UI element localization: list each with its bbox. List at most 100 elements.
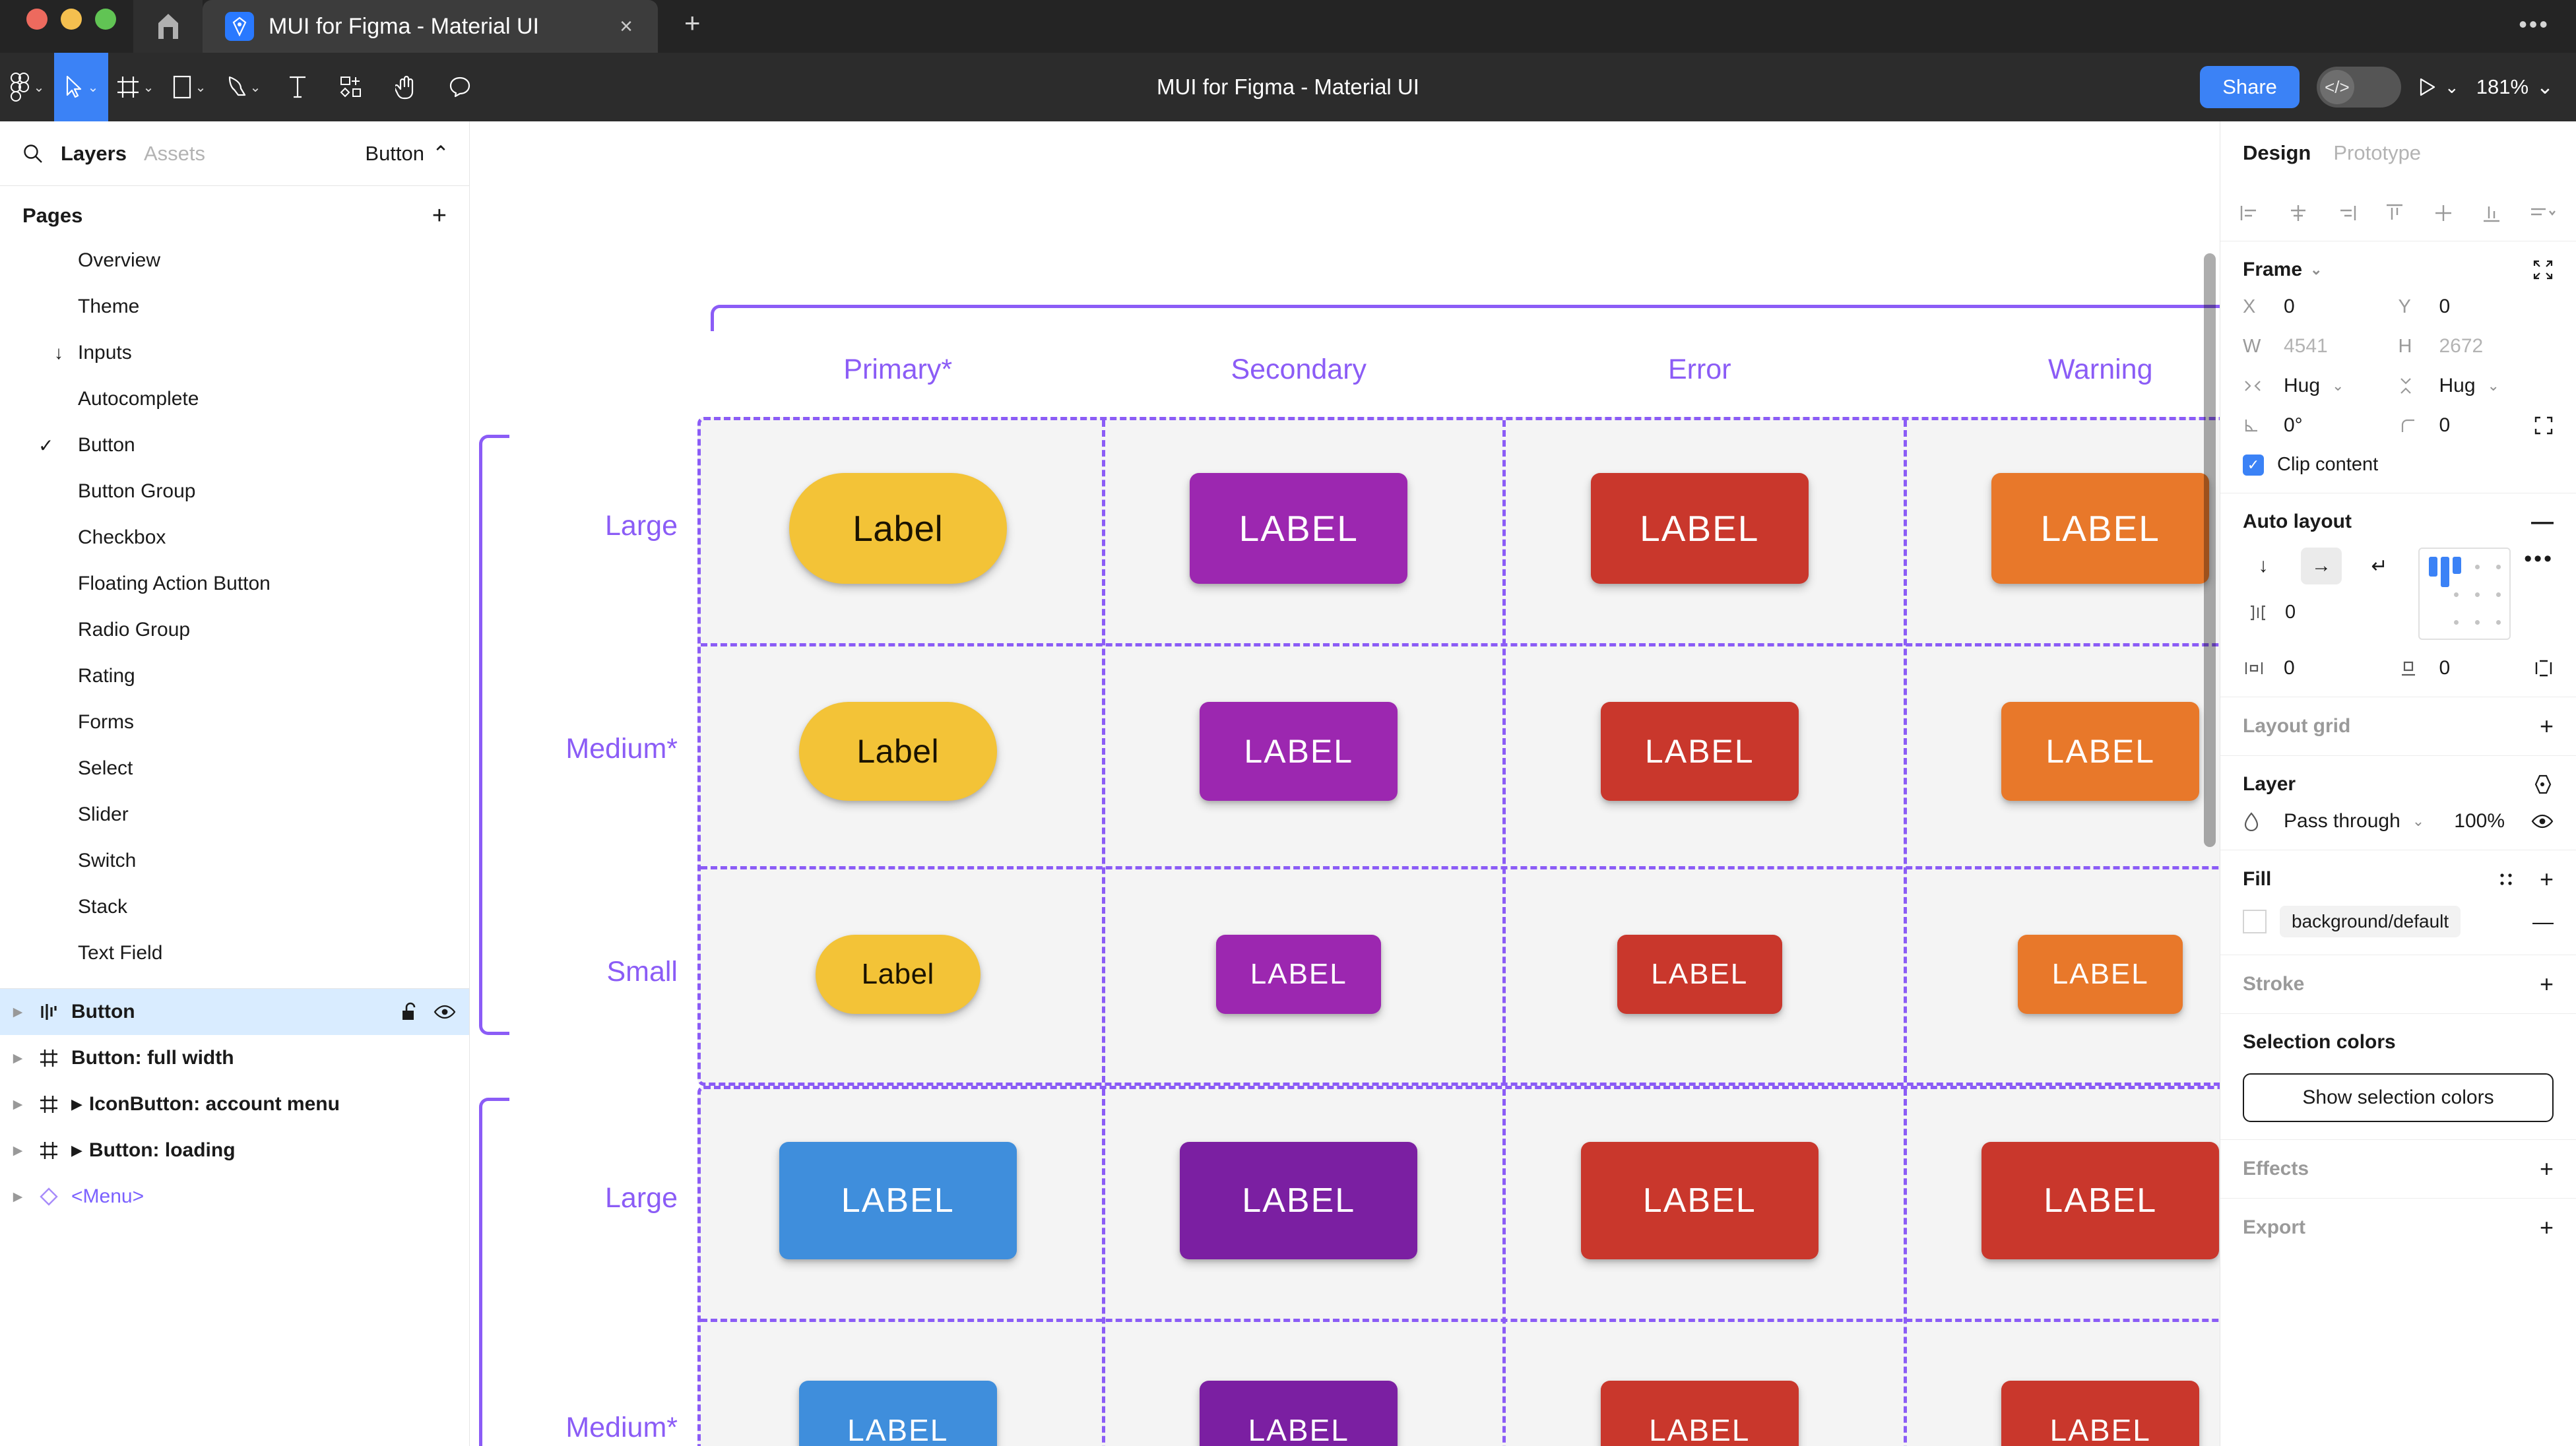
disclosure-triangle-icon[interactable]: ▶ (13, 1189, 23, 1204)
pen-tool-icon[interactable]: ⌄ (216, 53, 271, 121)
move-tool-icon[interactable]: ⌄ (54, 53, 108, 121)
chevron-down-icon[interactable]: ⌄ (2310, 261, 2323, 278)
canvas-scrollbar[interactable] (2204, 253, 2216, 847)
mui-button[interactable]: LABEL (2001, 1381, 2200, 1446)
layer-row[interactable]: ▶▶IconButton: account menu (0, 1081, 469, 1127)
minimize-window-button[interactable] (61, 9, 82, 30)
frame-tool-icon[interactable]: ⌄ (108, 53, 162, 121)
page-item[interactable]: Button Group (0, 468, 469, 515)
remove-auto-layout-button[interactable]: — (2531, 509, 2554, 534)
mui-button[interactable]: LABEL (1580, 1142, 1819, 1259)
width-field[interactable]: W 4541 (2243, 335, 2399, 358)
page-item[interactable]: ↓Inputs (0, 330, 469, 376)
mui-button[interactable]: LABEL (1991, 473, 2210, 584)
vertical-padding-field[interactable]: 0 (2399, 657, 2554, 679)
auto-layout-alignment-grid[interactable] (2418, 548, 2511, 640)
add-page-button[interactable]: + (432, 202, 447, 230)
individual-padding-icon[interactable] (2534, 658, 2554, 678)
remove-fill-button[interactable]: — (2532, 909, 2554, 933)
blend-mode-field[interactable]: Pass through ⌄ 100% (2243, 810, 2554, 833)
search-icon[interactable] (22, 143, 44, 164)
mui-button[interactable]: LABEL (779, 1142, 1017, 1259)
page-item[interactable]: Stack (0, 884, 469, 930)
page-item[interactable]: Slider (0, 792, 469, 838)
mui-button[interactable]: LABEL (1617, 935, 1782, 1014)
align-right-icon[interactable] (2335, 202, 2358, 224)
mui-button[interactable]: LABEL (1200, 702, 1398, 801)
layer-row[interactable]: ▶▶Button: loading (0, 1127, 469, 1174)
hand-tool-icon[interactable] (379, 53, 433, 121)
layer-opacity-value[interactable]: 100% (2454, 810, 2505, 832)
fill-style-name[interactable]: background/default (2280, 906, 2461, 937)
close-window-button[interactable] (26, 9, 48, 30)
mui-button[interactable]: LABEL (1180, 1142, 1418, 1259)
align-left-icon[interactable] (2239, 202, 2261, 224)
home-button[interactable] (133, 0, 203, 53)
mui-button[interactable]: Label (815, 935, 981, 1014)
add-stroke-button[interactable]: + (2539, 970, 2554, 997)
tab-layers[interactable]: Layers (61, 141, 127, 165)
layer-row[interactable]: ▶<Menu> (0, 1174, 469, 1220)
figma-menu-icon[interactable]: ⌄ (0, 53, 54, 121)
page-item[interactable]: Radio Group (0, 607, 469, 653)
auto-layout-vertical-button[interactable]: ↓ (2258, 555, 2269, 577)
mui-button[interactable]: LABEL (1981, 1142, 2220, 1259)
auto-layout-horizontal-button[interactable]: → (2301, 548, 2342, 584)
page-item[interactable]: Text Field (0, 930, 469, 976)
tab-prototype[interactable]: Prototype (2333, 141, 2422, 164)
page-item[interactable]: Switch (0, 838, 469, 884)
rotation-field[interactable]: 0° (2243, 414, 2399, 437)
mui-button[interactable]: LABEL (1600, 1381, 1799, 1446)
height-field[interactable]: H 2672 (2399, 335, 2554, 358)
x-field[interactable]: X 0 (2243, 296, 2399, 318)
browser-tab[interactable]: MUI for Figma - Material UI × (203, 0, 658, 53)
mui-button[interactable]: LABEL (2018, 935, 2183, 1014)
auto-layout-wrap-button[interactable]: ↵ (2371, 555, 2388, 577)
align-horizontal-center-icon[interactable] (2287, 202, 2309, 224)
expand-arrow-icon[interactable]: ▶ (71, 1142, 82, 1158)
unlock-icon[interactable] (401, 1002, 419, 1022)
page-item[interactable]: Forms (0, 699, 469, 745)
fill-item[interactable]: background/default — (2243, 906, 2554, 937)
y-field[interactable]: Y 0 (2399, 296, 2554, 318)
page-item[interactable]: Theme (0, 284, 469, 330)
fill-styles-icon[interactable] (2497, 871, 2515, 888)
page-item[interactable]: ✓Button (0, 422, 469, 468)
mui-button[interactable]: LABEL (1200, 1381, 1398, 1446)
close-tab-button[interactable]: × (620, 14, 633, 39)
auto-layout-gap-field[interactable]: 0 (2243, 602, 2400, 623)
share-button[interactable]: Share (2200, 66, 2300, 108)
resize-to-fit-icon[interactable] (2532, 259, 2554, 280)
layer-visibility-icon[interactable] (2531, 813, 2554, 829)
page-item[interactable]: Rating (0, 653, 469, 699)
independent-corners-icon[interactable] (2534, 416, 2554, 435)
page-item[interactable]: Overview (0, 237, 469, 284)
comment-tool-icon[interactable] (433, 53, 487, 121)
tab-design[interactable]: Design (2243, 141, 2311, 164)
browser-menu-button[interactable]: ••• (2519, 11, 2550, 38)
disclosure-triangle-icon[interactable]: ▶ (13, 1097, 23, 1112)
align-vertical-center-icon[interactable] (2432, 202, 2455, 224)
add-export-button[interactable]: + (2539, 1214, 2554, 1241)
page-item[interactable]: Floating Action Button (0, 561, 469, 607)
shape-tool-icon[interactable]: ⌄ (162, 53, 216, 121)
disclosure-triangle-icon[interactable]: ▶ (13, 1005, 23, 1019)
distribute-menu-icon[interactable] (2528, 202, 2558, 224)
mui-button[interactable]: LABEL (1600, 702, 1799, 801)
layer-row[interactable]: ▶Button: full width (0, 1035, 469, 1081)
mui-button[interactable]: Label (789, 473, 1007, 584)
layer-row[interactable]: ▶Button (0, 989, 469, 1035)
mui-button[interactable]: Label (798, 702, 997, 801)
mui-button[interactable]: LABEL (2001, 702, 2200, 801)
fill-color-swatch[interactable] (2243, 910, 2267, 933)
dev-mode-toggle[interactable]: </> (2316, 67, 2401, 108)
tab-assets[interactable]: Assets (143, 141, 205, 165)
horizontal-resizing-field[interactable]: Hug ⌄ (2243, 375, 2399, 397)
disclosure-triangle-icon[interactable]: ▶ (13, 1143, 23, 1158)
mui-button[interactable]: LABEL (1590, 473, 1809, 584)
maximize-window-button[interactable] (95, 9, 116, 30)
horizontal-padding-field[interactable]: 0 (2243, 657, 2399, 679)
component-selector[interactable]: Button ⌃ (365, 142, 449, 166)
new-tab-button[interactable]: + (684, 7, 701, 38)
clip-content-row[interactable]: ✓ Clip content (2243, 454, 2554, 476)
